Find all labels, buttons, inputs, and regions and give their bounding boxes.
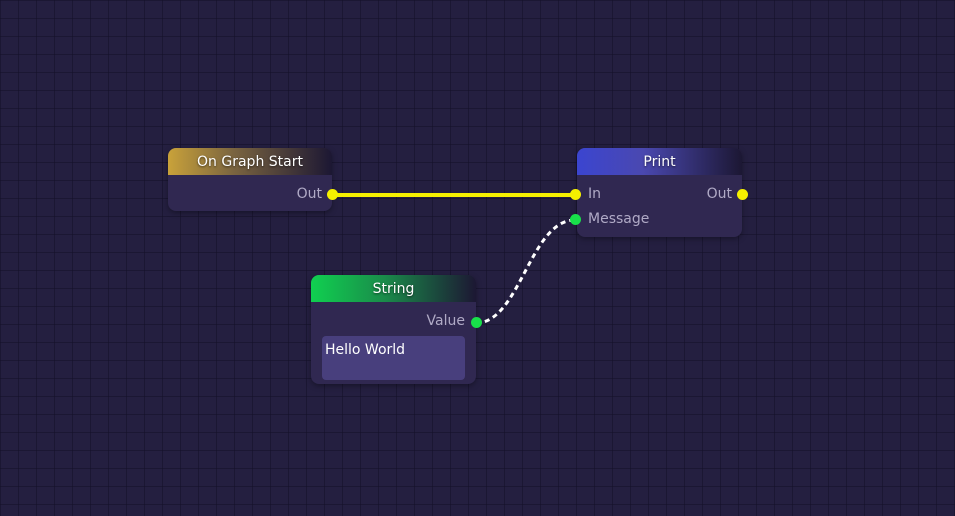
data-connection[interactable]	[475, 218, 576, 325]
exec-input-pin[interactable]	[570, 189, 581, 200]
exec-output-pin[interactable]	[327, 189, 338, 200]
exec-output-pin[interactable]	[737, 189, 748, 200]
output-port-label: Out	[706, 186, 732, 202]
string-value-input[interactable]: Hello World	[322, 336, 465, 380]
data-input-pin-message[interactable]	[570, 214, 581, 225]
node-header[interactable]: Print	[577, 148, 742, 175]
node-title: String	[372, 281, 415, 297]
output-port-label: Value	[426, 313, 465, 329]
node-title: On Graph Start	[197, 154, 303, 170]
node-string[interactable]: String Value Hello World	[311, 275, 482, 384]
input-port-label-in: In	[588, 186, 602, 202]
output-port-label: Out	[296, 186, 322, 202]
data-output-pin[interactable]	[471, 317, 482, 328]
node-on-graph-start[interactable]: On Graph Start Out	[168, 148, 338, 211]
input-port-label-message: Message	[588, 211, 650, 227]
node-header[interactable]: String	[311, 275, 476, 302]
node-print[interactable]: Print In Out Message	[570, 148, 748, 237]
node-header[interactable]: On Graph Start	[168, 148, 332, 175]
node-title: Print	[643, 154, 676, 170]
